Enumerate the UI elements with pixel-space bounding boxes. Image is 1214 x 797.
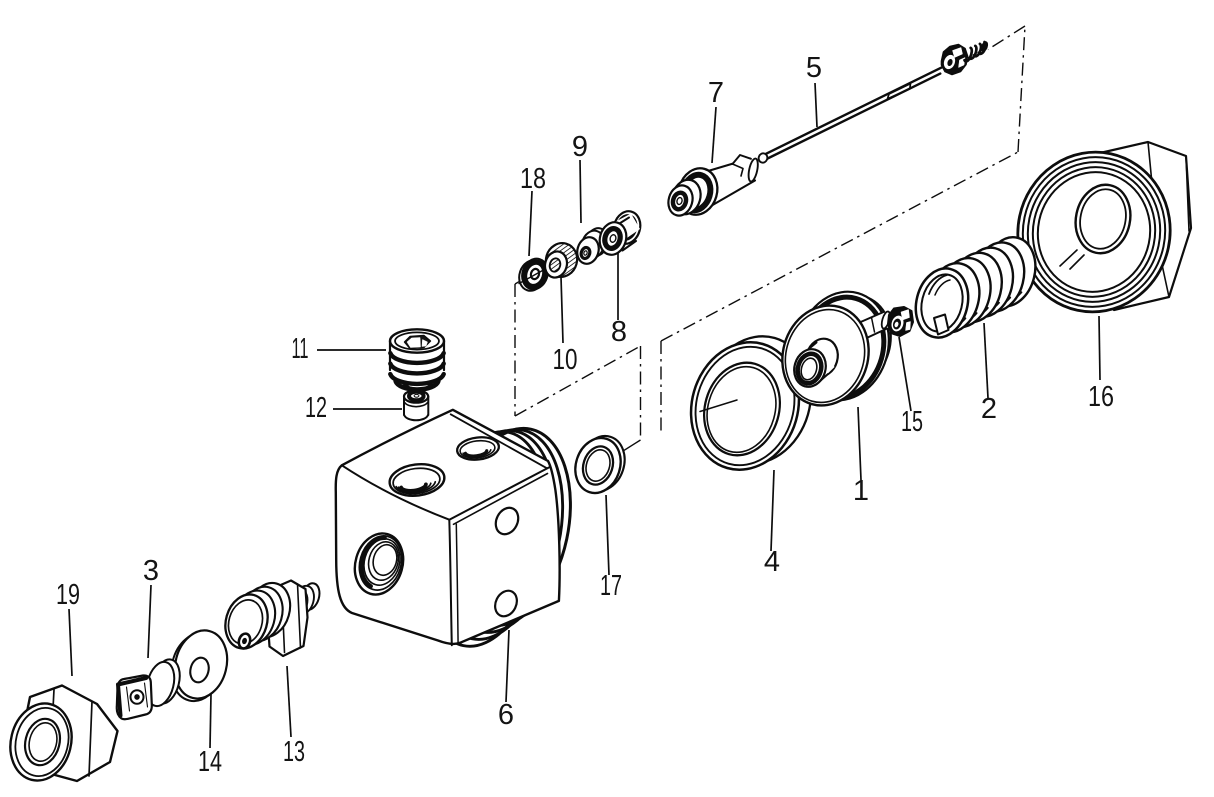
svg-text:19: 19	[56, 579, 80, 611]
svg-text:9: 9	[572, 131, 588, 163]
svg-text:14: 14	[198, 746, 222, 778]
svg-text:1: 1	[853, 475, 869, 507]
svg-text:4: 4	[764, 546, 780, 578]
svg-text:16: 16	[1088, 381, 1114, 413]
svg-text:10: 10	[553, 344, 578, 376]
svg-text:6: 6	[498, 699, 514, 731]
svg-text:3: 3	[143, 555, 159, 587]
svg-text:15: 15	[901, 406, 923, 438]
svg-text:8: 8	[611, 316, 627, 348]
svg-text:7: 7	[708, 77, 724, 109]
svg-text:13: 13	[283, 736, 305, 768]
svg-text:18: 18	[520, 163, 546, 195]
svg-text:2: 2	[981, 393, 997, 425]
svg-text:11: 11	[292, 333, 309, 365]
svg-text:12: 12	[305, 392, 327, 424]
svg-text:17: 17	[600, 570, 622, 602]
svg-text:5: 5	[806, 52, 822, 84]
